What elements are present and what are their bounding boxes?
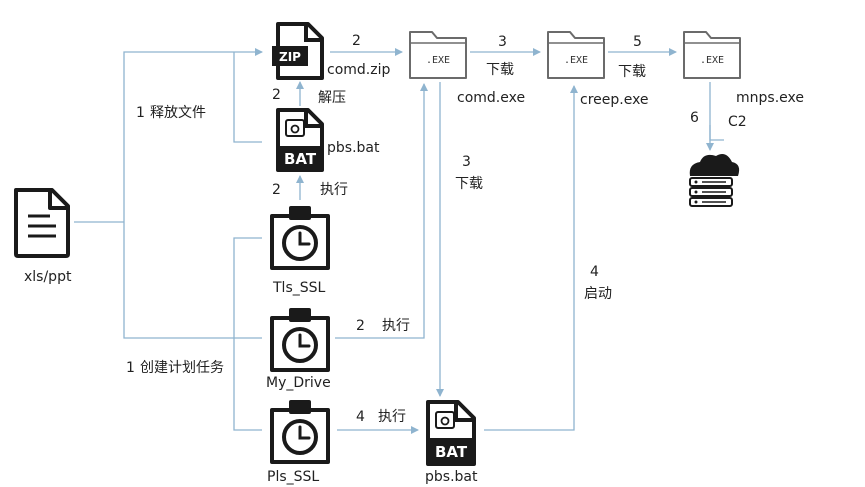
exe-label-comd: comd.exe [457, 90, 525, 106]
exe-label-creep: creep.exe [580, 92, 649, 108]
schedule-num: 1 [126, 360, 135, 376]
zip-label: comd.zip [327, 62, 390, 78]
dl1-num: 3 [462, 154, 471, 170]
task-label-pls: Pls_SSL [267, 469, 319, 485]
dl3-num: 5 [633, 34, 642, 50]
start-text: 启动 [584, 286, 612, 302]
bat-label-2: pbs.bat [425, 469, 478, 485]
bat-label-1: pbs.bat [327, 140, 380, 156]
mydrive-exec-text: 执行 [382, 318, 410, 334]
task-label-tls: Tls_SSL [272, 280, 326, 296]
exe-icon-creep: .EXE [547, 31, 605, 79]
c2-text: C2 [728, 114, 747, 130]
exe-badge-creep: .EXE [564, 55, 588, 66]
exe-icon-mnps: .EXE [683, 31, 741, 79]
pls-exec-num: 4 [356, 409, 365, 425]
edge-start-creep [484, 85, 578, 431]
unzip-num: 2 [272, 87, 281, 103]
pls-exec-text: 执行 [378, 409, 406, 425]
exec-bat-num: 2 [272, 182, 281, 198]
release-text: 释放文件 [150, 105, 206, 121]
doc-label: xls/ppt [24, 269, 72, 285]
dl2-text: 下载 [486, 62, 514, 78]
mydrive-exec-num: 2 [356, 318, 365, 334]
document-icon [14, 188, 70, 258]
task-label-mydrive: My_Drive [266, 375, 331, 391]
connectors [74, 48, 724, 434]
exe-label-mnps: mnps.exe [736, 90, 804, 106]
zip-to-exe-num: 2 [352, 33, 361, 49]
edge-mydrive-exe [335, 83, 428, 339]
start-num: 4 [590, 264, 599, 280]
edge-schedule-tasks [233, 237, 262, 431]
edge-release-bat [233, 52, 262, 143]
dl1-text: 下载 [455, 176, 483, 192]
edge-release-zip [123, 48, 263, 222]
zip-badge: ZIP [279, 50, 301, 64]
bat-badge-2: BAT [435, 443, 468, 461]
dl3-text: 下载 [618, 64, 646, 80]
c2-server-cloud-icon [689, 154, 740, 207]
edge-schedule-mydrive [123, 222, 262, 339]
exe-icon-comd: .EXE [409, 31, 467, 79]
schedule-text: 创建计划任务 [140, 360, 224, 376]
bat-file-icon-2: BAT [426, 400, 476, 466]
bat-file-icon-1: BAT [276, 108, 324, 172]
edge-mnps-c2-a [709, 82, 724, 141]
dl2-num: 3 [498, 34, 507, 50]
zip-file-icon: ZIP [272, 22, 324, 80]
release-num: 1 [136, 105, 145, 121]
exec-bat-text: 执行 [320, 182, 348, 198]
bat-badge-1: BAT [284, 150, 317, 168]
exe-badge-mnps: .EXE [700, 55, 724, 66]
c2-num: 6 [690, 110, 699, 126]
unzip-text: 解压 [318, 90, 346, 106]
scheduled-task-icon-tls [270, 206, 330, 270]
exe-badge-comd: .EXE [426, 55, 450, 66]
scheduled-task-icon-mydrive [270, 308, 330, 372]
scheduled-task-icon-pls [270, 400, 330, 464]
